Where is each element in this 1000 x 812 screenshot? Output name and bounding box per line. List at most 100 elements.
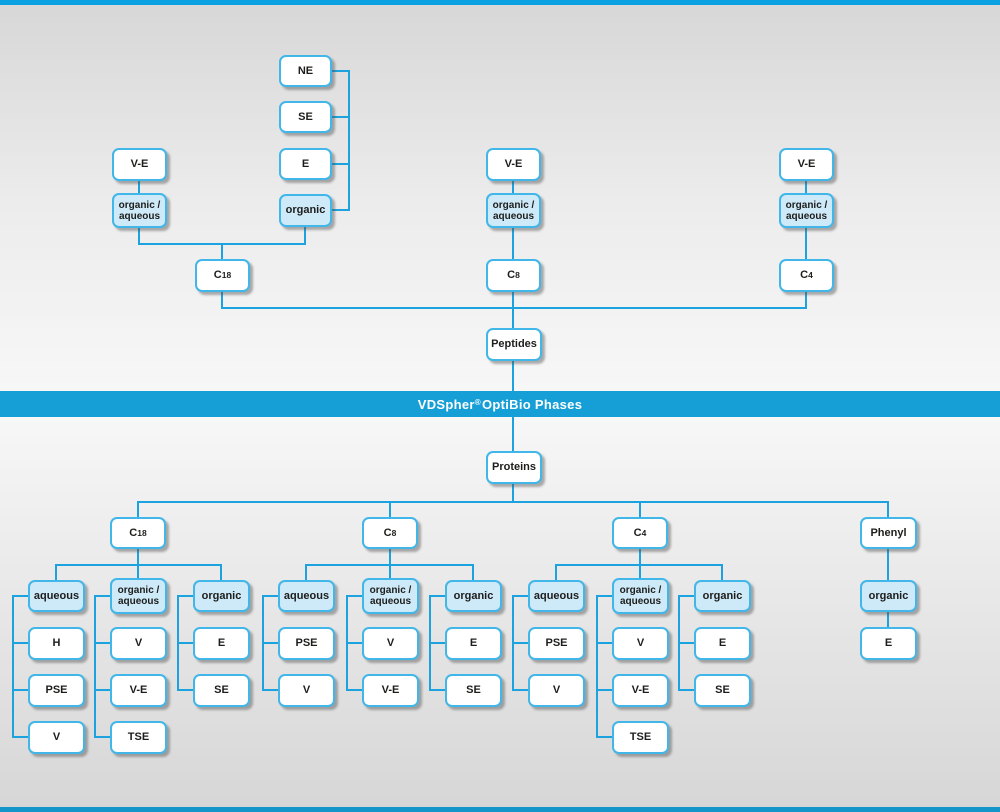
node-peptides-c4-ve: V-E	[779, 148, 834, 181]
node-peptides-organic: organic	[279, 194, 332, 227]
node-label: V-E	[129, 684, 148, 696]
node-label: organic /	[492, 199, 535, 211]
node-label: Phenyl	[870, 526, 907, 539]
node-c18-aqueous-v: V	[28, 721, 85, 754]
node-c18-organic-aqueous: organic /aqueous	[110, 578, 167, 614]
node-peptides-c4-organic-aqueous: organic /aqueous	[779, 193, 834, 228]
node-c18-aqueous: aqueous	[28, 580, 85, 612]
node-label: E	[301, 157, 310, 170]
node-phenyl-organic-e: E	[860, 627, 917, 660]
node-label: organic /	[118, 199, 161, 211]
node-label: Peptides	[491, 338, 537, 350]
node-c8-organic-e: E	[445, 627, 502, 660]
node-c8-aqueous-pse: PSE	[278, 627, 335, 660]
node-c4-orgaq-ve: V-E	[612, 674, 669, 707]
node-label: V	[636, 637, 645, 649]
node-label: Proteins	[491, 461, 536, 473]
banner-title-rest: OptiBio Phases	[481, 396, 583, 412]
node-peptides-c18-ve: V-E	[112, 148, 167, 181]
node-c4-organic: organic	[694, 580, 751, 612]
node-c18-organic-se: SE	[193, 674, 250, 707]
node-label: C	[213, 269, 222, 281]
node-label: E	[884, 637, 893, 649]
node-label: aqueous	[785, 210, 828, 222]
node-peptides-se: SE	[279, 101, 332, 133]
node-label: SE	[298, 110, 313, 123]
banner-brand: VDSpher	[417, 396, 475, 412]
banner-title: VDSpher® OptiBio Phases	[418, 397, 583, 412]
node-label: aqueous	[117, 596, 160, 607]
node-label: aqueous	[533, 589, 580, 602]
node-label: aqueous	[492, 210, 535, 222]
node-label: H	[52, 637, 61, 649]
node-label: TSE	[127, 731, 150, 743]
node-label: organic	[201, 589, 242, 602]
node-label: SE	[715, 684, 730, 696]
node-label: SE	[214, 684, 229, 696]
node-c18-aqueous-pse: PSE	[28, 674, 85, 707]
node-label: PSE	[295, 637, 318, 649]
node-label: E	[217, 637, 226, 649]
bottom-accent-bar	[0, 807, 1000, 812]
node-label: V-E	[631, 684, 650, 696]
node-label: V	[302, 684, 311, 696]
top-accent-bar	[0, 0, 1000, 5]
node-label: aqueous	[33, 589, 80, 602]
node-c18-orgaq-tse: TSE	[110, 721, 167, 754]
node-c18-aqueous-h: H	[28, 627, 85, 660]
node-label: V-E	[797, 158, 816, 170]
node-label: C	[507, 269, 516, 281]
node-c4-aqueous-pse: PSE	[528, 627, 585, 660]
node-label: V-E	[381, 684, 400, 696]
node-label: aqueous	[369, 596, 412, 607]
node-label-number: 18	[137, 527, 147, 538]
node-proteins-phenyl: Phenyl	[860, 517, 917, 549]
node-label: V-E	[130, 158, 149, 170]
node-peptides-e: E	[279, 148, 332, 180]
node-label: organic /	[117, 585, 160, 596]
node-c8-organic-aqueous: organic /aqueous	[362, 578, 419, 614]
node-c8-organic: organic	[445, 580, 502, 612]
node-label: aqueous	[283, 589, 330, 602]
node-label: C	[800, 269, 809, 281]
node-label: C	[633, 526, 642, 539]
node-c4-organic-se: SE	[694, 674, 751, 707]
node-label: V-E	[504, 158, 523, 170]
node-label: V	[386, 637, 395, 649]
node-peptides-c18: C18	[195, 259, 250, 292]
registered-trademark-symbol: ®	[474, 397, 481, 407]
node-label: V	[134, 637, 143, 649]
node-proteins-c18: C18	[110, 517, 166, 549]
node-label: V	[52, 731, 61, 743]
node-phenyl-organic: organic	[860, 580, 917, 612]
node-proteins-c8: C8	[362, 517, 418, 549]
node-label: organic	[702, 589, 743, 602]
node-label: aqueous	[118, 210, 161, 222]
node-c18-orgaq-ve: V-E	[110, 674, 167, 707]
node-c18-organic-e: E	[193, 627, 250, 660]
node-peptides-c8-ve: V-E	[486, 148, 541, 181]
node-label-number: 8	[515, 270, 520, 280]
node-proteins: Proteins	[486, 451, 542, 484]
node-peptides-c18-organic-aqueous: organic /aqueous	[112, 193, 167, 228]
node-label-number: 4	[641, 527, 647, 538]
node-label: PSE	[45, 684, 68, 696]
node-c4-orgaq-v: V	[612, 627, 669, 660]
node-c4-organic-e: E	[694, 627, 751, 660]
node-c4-organic-aqueous: organic /aqueous	[612, 578, 669, 614]
node-c4-aqueous-v: V	[528, 674, 585, 707]
node-label: C	[129, 526, 138, 539]
node-label: organic	[285, 204, 326, 216]
node-peptides-c4: C4	[779, 259, 834, 292]
node-peptides-c8-organic-aqueous: organic /aqueous	[486, 193, 541, 228]
node-label: SE	[466, 684, 481, 696]
node-peptides: Peptides	[486, 328, 542, 361]
node-label: PSE	[545, 637, 568, 649]
node-label: TSE	[629, 731, 652, 743]
node-label: E	[718, 637, 727, 649]
node-label: organic /	[369, 585, 412, 596]
node-c18-organic: organic	[193, 580, 250, 612]
node-proteins-c4: C4	[612, 517, 668, 549]
node-peptides-ne: NE	[279, 55, 332, 87]
